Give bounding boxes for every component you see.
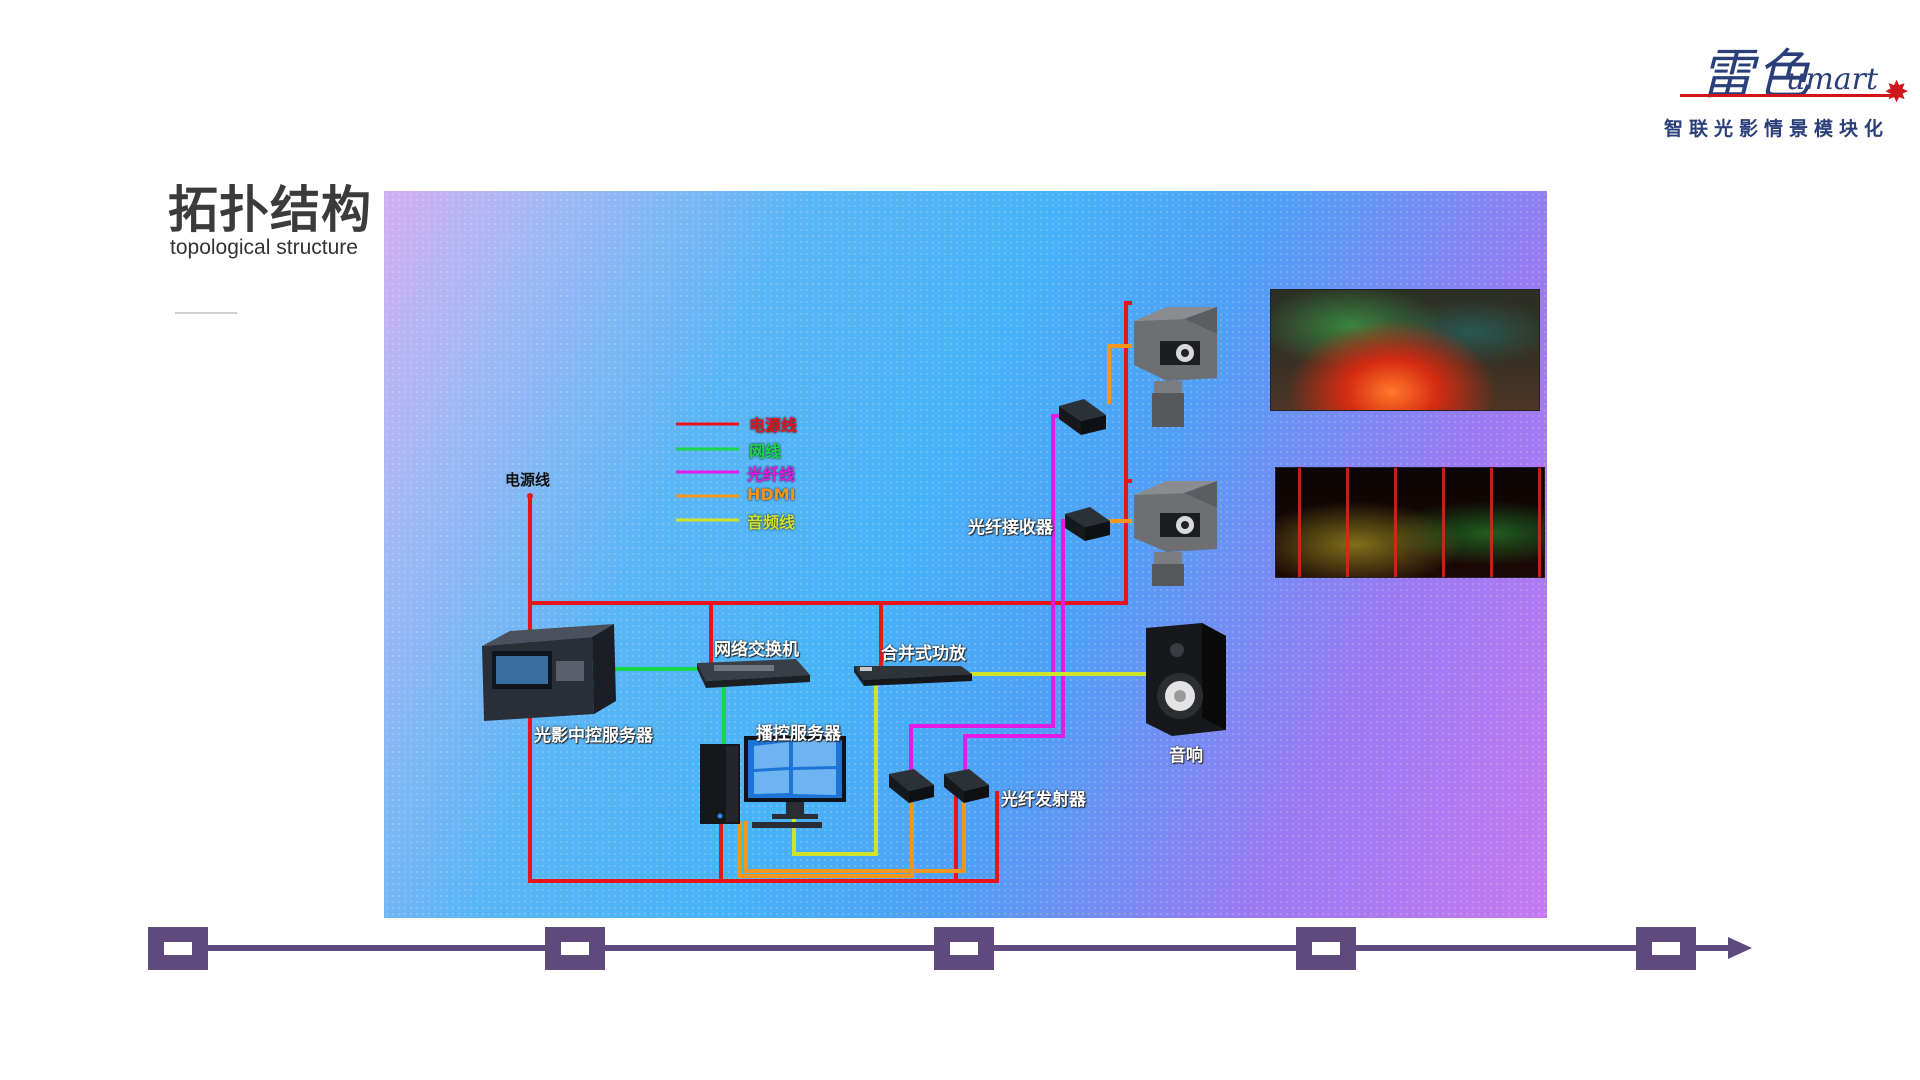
title-divider: [175, 312, 237, 314]
projector-icon: [1134, 481, 1217, 586]
legend-label-power: 电源线: [749, 416, 798, 435]
switch-label: 网络交换机: [714, 640, 799, 660]
page-subtitle: topological structure: [170, 236, 358, 259]
pc-tower-icon: [700, 744, 740, 824]
projection-scene-image: [1270, 289, 1540, 411]
projection-scene-image: [1275, 467, 1545, 578]
brand-logo: 雷色 umart ✸ 智联光影情景模块化: [1660, 30, 1920, 150]
fiber-receiver-label: 光纤接收器: [968, 518, 1053, 538]
power-line-end: [527, 493, 533, 499]
central-server-label: 光影中控服务器: [534, 726, 653, 746]
connection-lines: [482, 301, 1226, 883]
audio-lines: [792, 672, 1152, 856]
legend-label-audio: 音频线: [747, 513, 796, 532]
legend-label-network: 网线: [749, 442, 782, 461]
fiber-transmitter-icon: [889, 769, 989, 803]
timeline-arrow-icon: [1728, 937, 1752, 959]
legend-label-hdmi: HDMI: [747, 485, 796, 504]
speaker-label: 音响: [1169, 746, 1203, 766]
hdmi-lines: [737, 344, 1132, 878]
fiber-lines: [909, 414, 1074, 781]
timeline-node: [1296, 927, 1356, 970]
amplifier-icon: [854, 666, 972, 686]
power-label: 电源线: [505, 471, 551, 489]
amplifier-label: 合并式功放: [881, 644, 966, 664]
legend-label-fiber: 光纤线: [747, 465, 796, 484]
timeline-node: [934, 927, 994, 970]
logo-slogan: 智联光影情景模块化: [1664, 118, 1890, 140]
timeline-node: [1636, 927, 1696, 970]
fiber-receiver-icon: [1059, 399, 1110, 541]
logo-star-icon: ✸: [1884, 76, 1910, 109]
network-switch-icon: [697, 659, 810, 688]
timeline-node: [148, 927, 208, 970]
monitor-icon: [744, 736, 846, 828]
speaker-icon: [1146, 623, 1226, 736]
playback-server-label: 播控服务器: [756, 724, 841, 744]
topology-diagram: 电源线 网线 光纤线 HDMI 音频线 电源线 光影中控服务器 网络交换机 合并…: [384, 191, 1547, 918]
fiber-transmitter-label: 光纤发射器: [1001, 790, 1086, 810]
timeline: [148, 927, 1752, 970]
logo-underline: [1680, 94, 1896, 97]
server-rack-icon: [482, 624, 616, 721]
logo-latin: umart: [1786, 62, 1879, 97]
projector-icon: [1134, 307, 1217, 427]
page-title: 拓扑结构: [168, 181, 372, 239]
timeline-node: [545, 927, 605, 970]
legend-swatches: [676, 422, 739, 522]
